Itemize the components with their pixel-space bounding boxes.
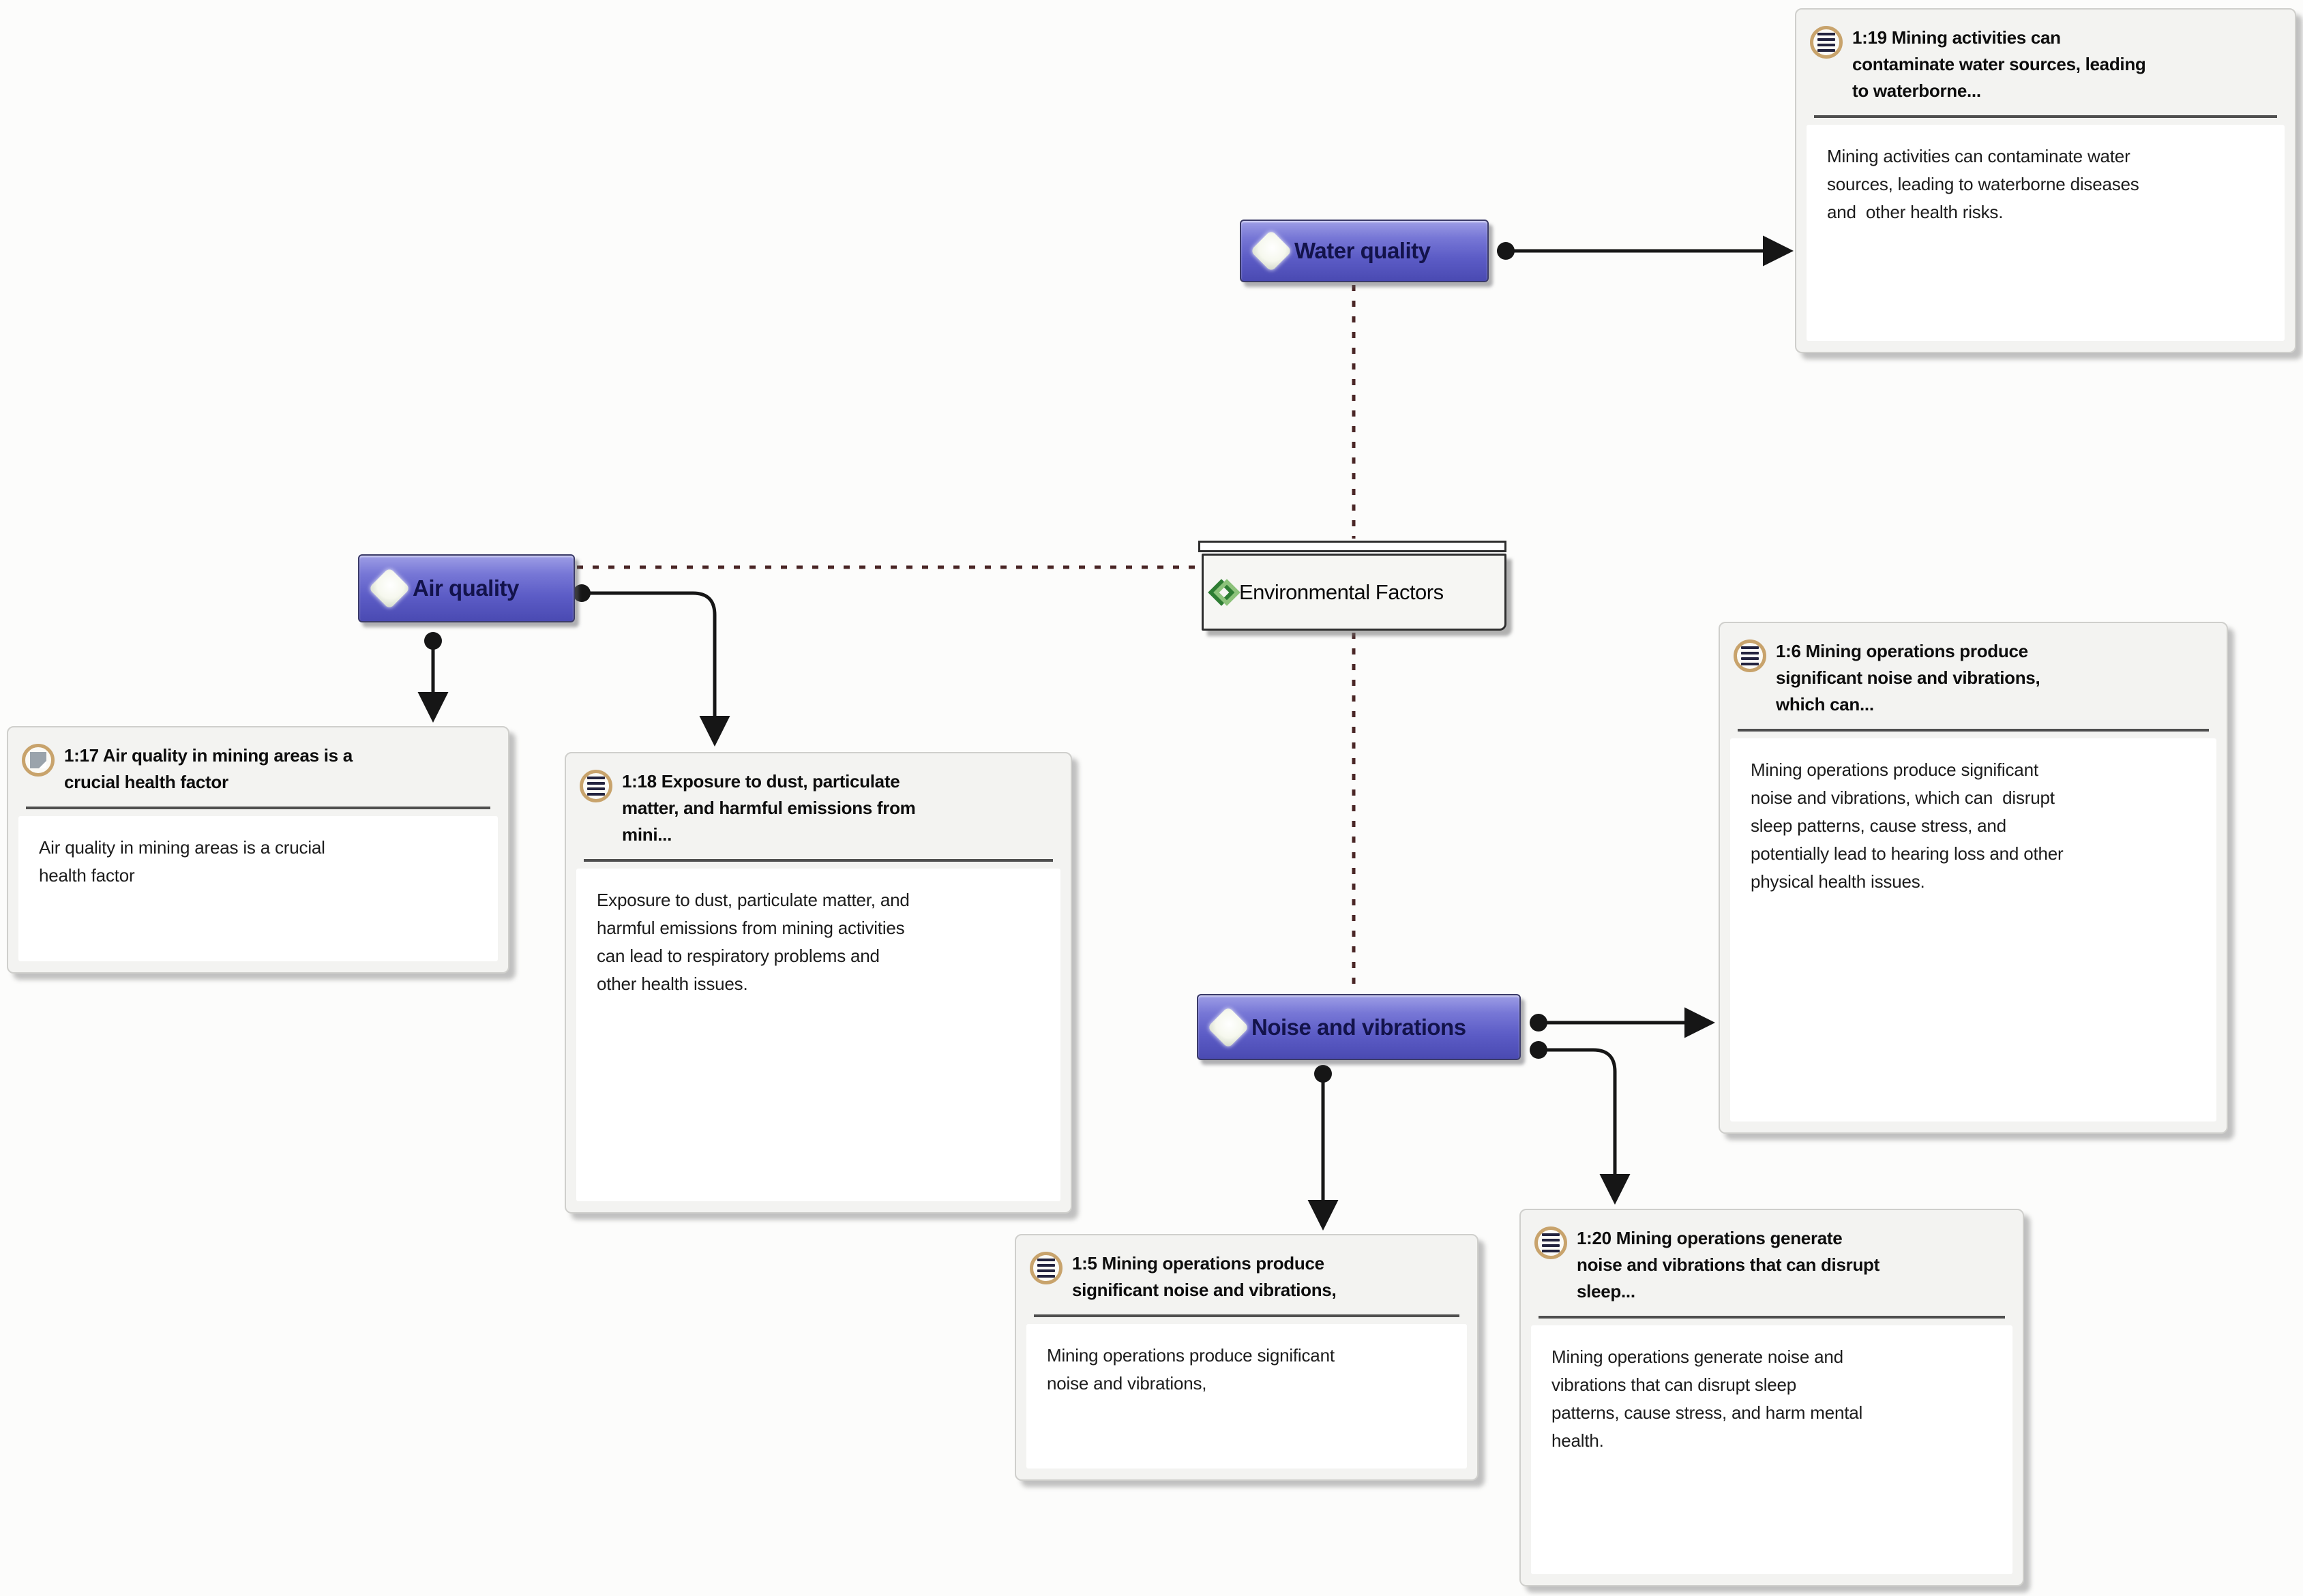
- quotation-icon: [1534, 1226, 1567, 1259]
- memo-card-1-17[interactable]: 1:17 Air quality in mining areas is a cr…: [7, 726, 509, 974]
- link-air-to-1-18[interactable]: [582, 591, 730, 747]
- separator: [1539, 1316, 2005, 1319]
- card-header: 1:5 Mining operations produce significan…: [1016, 1235, 1477, 1312]
- double-diamond-icon: [1208, 578, 1240, 606]
- card-header: 1:19 Mining activities can contaminate w…: [1796, 10, 2295, 112]
- code-node-label: Noise and vibrations: [1251, 1014, 1466, 1040]
- link-dot: [1314, 1065, 1332, 1083]
- card-body: Mining operations generate noise and vib…: [1531, 1325, 2012, 1574]
- separator: [1814, 115, 2277, 118]
- link-dot: [424, 632, 442, 650]
- card-body: Exposure to dust, particulate matter, an…: [576, 869, 1060, 1201]
- code-node-water-quality[interactable]: Water quality: [1240, 220, 1489, 282]
- category-node-top-bar: [1198, 541, 1506, 552]
- link-dot: [1530, 1041, 1547, 1059]
- diamond-icon: [1207, 1006, 1249, 1049]
- quotation-card-1-5[interactable]: 1:5 Mining operations produce significan…: [1015, 1234, 1479, 1481]
- quotation-icon: [580, 770, 612, 802]
- separator: [26, 807, 490, 809]
- code-node-label: Water quality: [1294, 238, 1431, 263]
- card-title: 1:20 Mining operations generate noise an…: [1577, 1228, 1879, 1301]
- card-header: 1:18 Exposure to dust, particulate matte…: [566, 753, 1071, 856]
- card-body-text: Exposure to dust, particulate matter, an…: [597, 890, 915, 995]
- quotation-card-1-19[interactable]: 1:19 Mining activities can contaminate w…: [1795, 8, 2296, 353]
- link-noise-to-1-20[interactable]: [1539, 1048, 1631, 1205]
- card-body: Mining operations produce significant no…: [1730, 738, 2216, 1121]
- card-title: 1:17 Air quality in mining areas is a cr…: [64, 745, 353, 792]
- quotation-card-1-20[interactable]: 1:20 Mining operations generate noise an…: [1519, 1209, 2024, 1586]
- card-title: 1:19 Mining activities can contaminate w…: [1852, 27, 2146, 101]
- code-node-air-quality[interactable]: Air quality: [358, 554, 575, 622]
- card-header: 1:20 Mining operations generate noise an…: [1521, 1210, 2023, 1313]
- quotation-icon: [1734, 639, 1766, 672]
- separator: [1034, 1314, 1459, 1317]
- quotation-card-1-18[interactable]: 1:18 Exposure to dust, particulate matte…: [565, 752, 1072, 1214]
- card-body-text: Mining operations produce significant no…: [1047, 1345, 1339, 1394]
- separator: [584, 859, 1053, 862]
- card-header: 1:17 Air quality in mining areas is a cr…: [8, 727, 508, 804]
- card-title: 1:5 Mining operations produce significan…: [1072, 1253, 1337, 1300]
- quotation-icon: [1810, 26, 1843, 59]
- diamond-icon: [1250, 230, 1292, 272]
- card-header: 1:6 Mining operations produce significan…: [1720, 623, 2227, 726]
- memo-icon: [22, 744, 55, 777]
- card-title: 1:18 Exposure to dust, particulate matte…: [622, 771, 916, 845]
- card-body-text: Mining activities can contaminate water …: [1827, 146, 2144, 223]
- card-body-text: Mining operations generate noise and vib…: [1551, 1346, 1868, 1451]
- card-body: Air quality in mining areas is a crucial…: [18, 816, 498, 961]
- link-dot: [573, 584, 591, 602]
- card-body-text: Air quality in mining areas is a crucial…: [39, 837, 330, 886]
- separator: [1738, 729, 2209, 732]
- code-node-label: Air quality: [413, 575, 519, 601]
- category-node-label: Environmental Factors: [1239, 579, 1444, 604]
- quotation-icon: [1030, 1252, 1063, 1284]
- card-body: Mining operations produce significant no…: [1026, 1324, 1467, 1469]
- link-dot: [1497, 242, 1515, 260]
- category-node-environmental-factors[interactable]: Environmental Factors: [1202, 554, 1506, 631]
- diamond-icon: [368, 567, 411, 609]
- link-dot: [1530, 1014, 1547, 1032]
- quotation-card-1-6[interactable]: 1:6 Mining operations produce significan…: [1719, 622, 2228, 1134]
- card-title: 1:6 Mining operations produce significan…: [1776, 641, 2040, 714]
- card-body: Mining activities can contaminate water …: [1807, 125, 2285, 341]
- card-body-text: Mining operations produce significant no…: [1751, 759, 2068, 892]
- code-node-noise-and-vibrations[interactable]: Noise and vibrations: [1197, 994, 1521, 1060]
